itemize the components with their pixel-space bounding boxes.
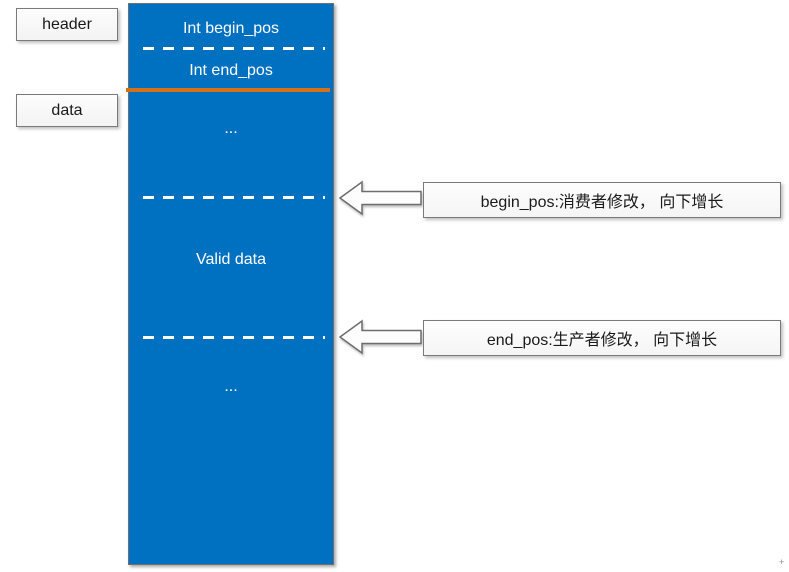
- data-label-box: data: [16, 94, 118, 127]
- header-label: header: [42, 15, 92, 33]
- end-pos-marker-dashed-line: [143, 336, 325, 339]
- field-begin-pos-label: Int begin_pos: [182, 20, 280, 37]
- end-pos-annotation-box: end_pos:生产者修改， 向下增长: [423, 320, 781, 356]
- header-data-separator-line: [126, 88, 330, 92]
- left-block-arrow-begin-pos: [338, 180, 422, 216]
- buffer-rect: Int begin_pos Int end_pos ... Valid data…: [126, 3, 334, 565]
- end-pos-annotation-text: end_pos:生产者修改， 向下增长: [486, 332, 718, 349]
- begin-pos-marker-dashed-line: [143, 196, 325, 199]
- ellipsis-top: ...: [224, 120, 238, 137]
- header-label-box: header: [16, 8, 118, 41]
- valid-data-label: Valid data: [196, 251, 266, 268]
- ellipsis-bottom: ...: [224, 378, 238, 395]
- left-arrow-shape: [338, 319, 422, 355]
- left-block-arrow-end-pos: [338, 319, 422, 355]
- field-end-pos-label: Int end_pos: [189, 62, 273, 79]
- begin-pos-annotation-text: begin_pos:消费者修改， 向下增长: [480, 194, 724, 211]
- page-artifact-mark: +: [779, 557, 785, 567]
- begin-pos-annotation-box: begin_pos:消费者修改， 向下增长: [423, 182, 781, 218]
- header-fields-divider-dashed-line: [143, 47, 325, 50]
- left-arrow-shape: [338, 180, 422, 216]
- data-label: data: [51, 101, 83, 119]
